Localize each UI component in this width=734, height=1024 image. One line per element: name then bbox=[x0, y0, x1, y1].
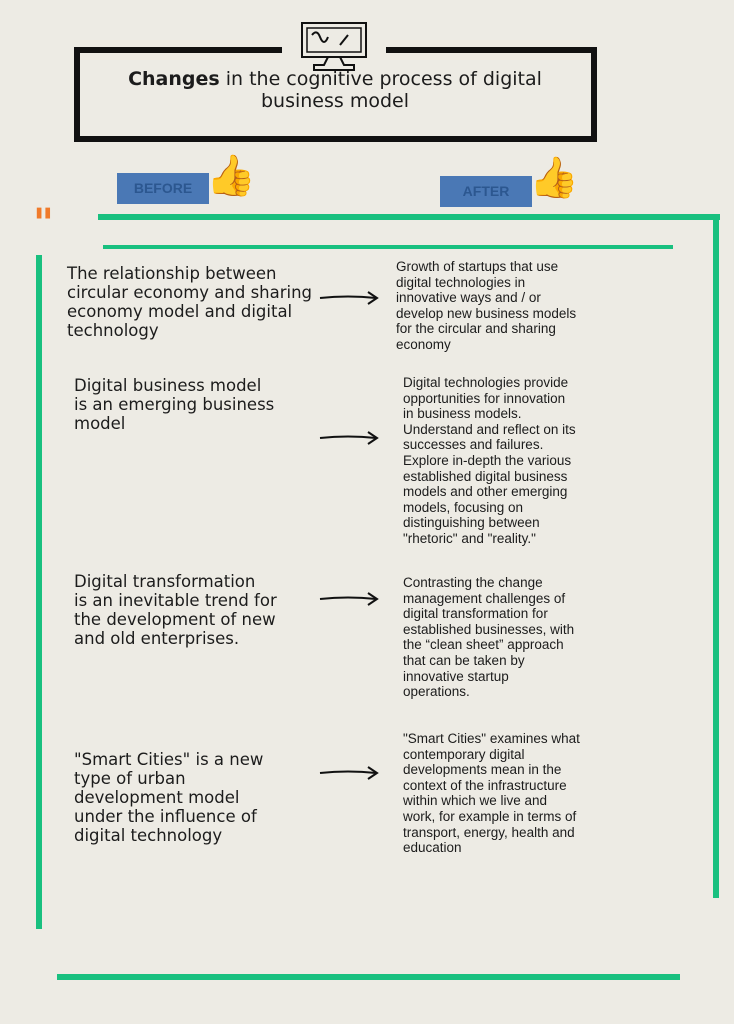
before-line: is an inevitable trend for bbox=[74, 591, 277, 610]
arrow-right-icon bbox=[319, 766, 379, 780]
after-line: Understand and reflect on its bbox=[403, 421, 576, 437]
green-border-left bbox=[36, 255, 42, 929]
before-line: Digital transformation bbox=[74, 572, 256, 591]
before-line: circular economy and sharing bbox=[67, 283, 313, 302]
after-line: the “clean sheet” approach bbox=[403, 637, 564, 653]
after-line: innovative ways and / or bbox=[396, 290, 541, 306]
after-line: digital technologies in bbox=[396, 274, 526, 290]
after-line: operations. bbox=[403, 684, 470, 700]
green-divider-inner bbox=[103, 245, 673, 249]
after-line: opportunities for innovation bbox=[403, 390, 566, 406]
before-line: type of urban bbox=[74, 769, 186, 788]
before-line: The relationship between bbox=[67, 264, 277, 283]
after-line: within which we live and bbox=[403, 793, 548, 809]
after-line: context of the infrastructure bbox=[403, 777, 567, 793]
quote-mark-icon: " bbox=[33, 200, 54, 247]
green-border-right bbox=[713, 214, 719, 898]
title-frame-gap bbox=[282, 44, 386, 56]
before-line: the development of new bbox=[74, 610, 276, 629]
after-line: innovative startup bbox=[403, 668, 509, 684]
after-line: developments mean in the bbox=[403, 762, 562, 778]
after-line: transport, energy, health and bbox=[403, 824, 575, 840]
before-line: economy model and digital bbox=[67, 302, 293, 321]
arrow-right-icon bbox=[319, 592, 379, 606]
before-line: "Smart Cities" is a new bbox=[74, 750, 264, 769]
before-label: BEFORE bbox=[117, 173, 209, 204]
after-line: in business models. bbox=[403, 406, 522, 422]
before-line: under the influence of bbox=[74, 807, 257, 826]
thumbs-up-icon: 👍 bbox=[529, 155, 579, 201]
after-line: economy bbox=[396, 336, 451, 352]
arrow-right-icon bbox=[319, 431, 379, 445]
thumbs-up-icon: 👍 bbox=[206, 153, 256, 199]
before-line: and old enterprises. bbox=[74, 629, 240, 648]
before-line: technology bbox=[67, 321, 159, 340]
before-line: Digital business model bbox=[74, 376, 262, 395]
after-line: established digital business bbox=[403, 468, 568, 484]
after-line: successes and failures. bbox=[403, 437, 544, 453]
page-title: Changes in the cognitive process of digi… bbox=[80, 68, 590, 112]
arrow-right-icon bbox=[319, 291, 379, 305]
title-rest: in the cognitive process of digital bbox=[219, 68, 542, 90]
before-line: development model bbox=[74, 788, 240, 807]
after-line: digital transformation for bbox=[403, 606, 548, 622]
after-line: Explore in-depth the various bbox=[403, 452, 572, 468]
after-line: "Smart Cities" examines what bbox=[403, 731, 580, 746]
after-line: education bbox=[403, 840, 462, 856]
before-line: digital technology bbox=[74, 826, 223, 845]
after-line: for the circular and sharing bbox=[396, 321, 556, 337]
before-line: model bbox=[74, 414, 126, 433]
title-bold: Changes bbox=[128, 68, 220, 90]
after-line: Growth of startups that use bbox=[396, 259, 559, 274]
after-line: Contrasting the change bbox=[403, 575, 543, 590]
after-label: AFTER bbox=[440, 176, 532, 207]
after-line: models, focusing on bbox=[403, 499, 524, 515]
after-line: that can be taken by bbox=[403, 652, 525, 668]
after-line: "rhetoric" and "reality." bbox=[403, 530, 536, 546]
after-line: established businesses, with bbox=[403, 621, 575, 637]
after-line: contemporary digital bbox=[403, 746, 525, 762]
after-line: work, for example in terms of bbox=[403, 808, 577, 824]
green-divider-bottom bbox=[57, 974, 680, 980]
monitor-chart-icon bbox=[301, 22, 367, 71]
after-line: models and other emerging bbox=[403, 484, 568, 500]
title-line2: business model bbox=[260, 90, 409, 112]
after-line: Digital technologies provide bbox=[403, 375, 569, 390]
green-divider-top bbox=[98, 214, 720, 220]
after-line: develop new business models bbox=[396, 305, 577, 321]
before-line: is an emerging business bbox=[74, 395, 275, 414]
after-line: distinguishing between bbox=[403, 515, 540, 531]
after-line: management challenges of bbox=[403, 590, 566, 606]
